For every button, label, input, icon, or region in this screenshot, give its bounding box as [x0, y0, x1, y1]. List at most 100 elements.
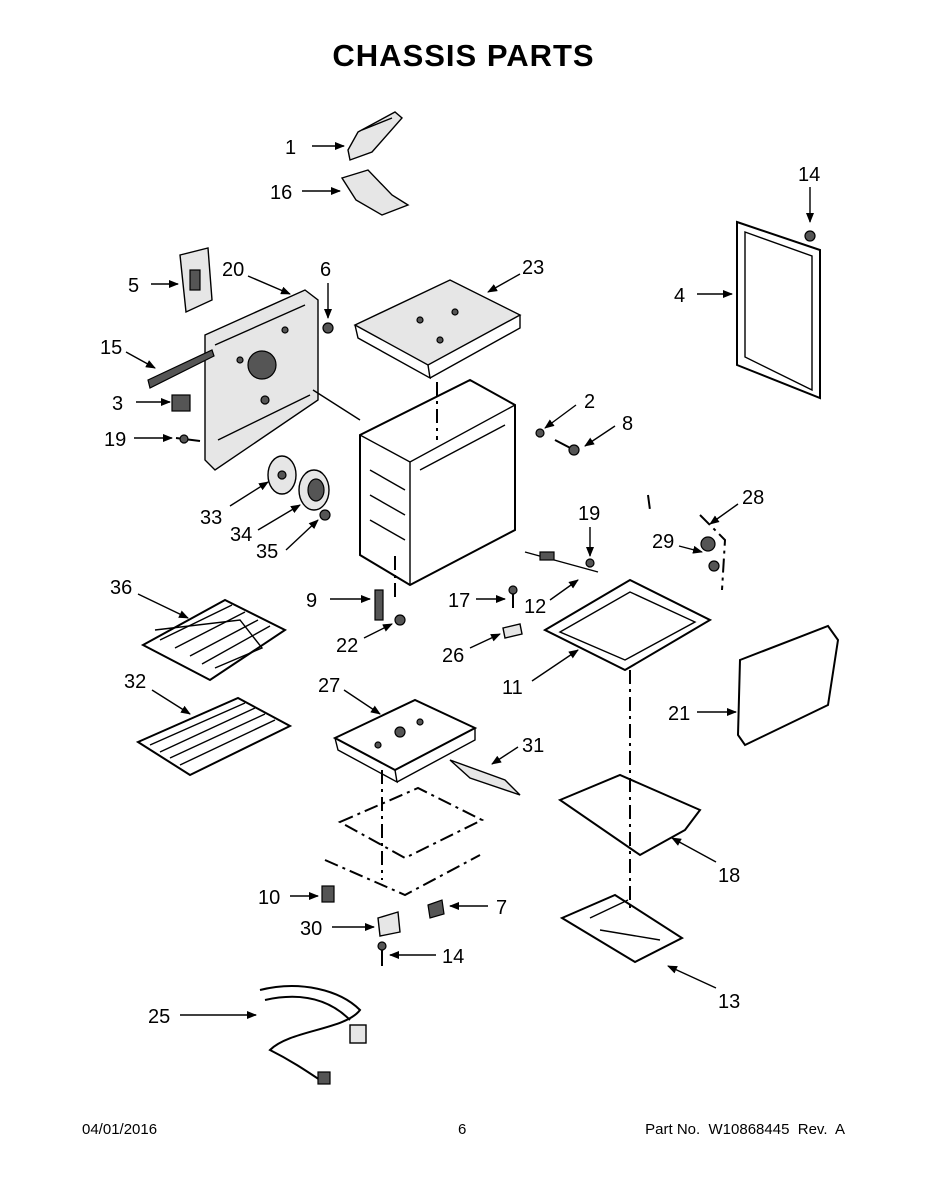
leader-8 — [584, 425, 616, 447]
callout-33: 33 — [200, 507, 222, 529]
part-7-clip — [427, 899, 445, 919]
callout-10: 10 — [258, 887, 280, 909]
part-28-sensor-group — [647, 494, 727, 591]
part-20-rear-panel — [204, 289, 319, 471]
leader-33 — [229, 481, 269, 507]
part-17-screw — [508, 585, 518, 608]
callout-28: 28 — [742, 487, 764, 509]
callout-7: 7 — [496, 897, 507, 919]
callout-25: 25 — [148, 1006, 170, 1028]
part-5-bracket — [179, 247, 213, 314]
leader-31 — [491, 746, 519, 765]
part-35-nut — [319, 509, 331, 521]
leader-20 — [247, 275, 291, 295]
callout-29: 29 — [652, 531, 674, 553]
leader-2 — [544, 404, 577, 429]
part-14-screw-bottom — [377, 941, 387, 966]
leader-35 — [285, 519, 319, 551]
callout-27: 27 — [318, 675, 340, 697]
part-19-screw-left — [175, 434, 201, 444]
callout-8: 8 — [622, 413, 633, 435]
callout-32: 32 — [124, 671, 146, 693]
leader-23 — [487, 273, 521, 293]
callout-21: 21 — [668, 703, 690, 725]
leader-36 — [137, 593, 189, 619]
callout-9: 9 — [306, 590, 317, 612]
leader-29 — [678, 545, 703, 554]
callout-23: 23 — [522, 257, 544, 279]
leader-32 — [151, 689, 191, 715]
leader-27 — [343, 689, 381, 715]
part-15-rail — [147, 349, 215, 389]
callout-4: 4 — [674, 285, 685, 307]
callout-19b: 19 — [578, 503, 600, 525]
callout-26: 26 — [442, 645, 464, 667]
assembly-lines — [312, 382, 631, 910]
part-22-screw — [394, 614, 406, 626]
callout-14b: 14 — [442, 946, 464, 968]
burner-assembly-dashed — [324, 770, 485, 897]
leader-34 — [257, 504, 301, 531]
leader-22 — [363, 623, 393, 639]
callout-3: 3 — [112, 393, 123, 415]
part-30-valve — [377, 911, 401, 937]
callout-19a: 19 — [104, 429, 126, 451]
footer-page-number: 6 — [458, 1121, 467, 1138]
part-33-fan-blade — [267, 455, 297, 495]
part-11-oven-bottom — [542, 578, 713, 672]
page-title: CHASSIS PARTS — [332, 38, 595, 73]
part-21-gasket — [736, 624, 840, 747]
callout-15: 15 — [100, 337, 122, 359]
callout-13: 13 — [718, 991, 740, 1013]
part-16-vent-duct — [340, 169, 410, 216]
part-13-drawer-tray — [559, 893, 685, 964]
callout-18: 18 — [718, 865, 740, 887]
part-27-burner-box — [332, 698, 478, 784]
part-1-vent-cap — [347, 111, 403, 161]
callout-2: 2 — [584, 391, 595, 413]
callout-17: 17 — [448, 590, 470, 612]
footer-part-number: Part No. W10868445 Rev. A — [645, 1121, 845, 1138]
part-8-screw — [554, 439, 580, 456]
part-26-clip — [502, 623, 523, 639]
leader-13 — [667, 965, 717, 989]
leader-26 — [469, 633, 501, 649]
part-10-spring — [321, 885, 335, 903]
leader-28 — [709, 503, 739, 525]
callout-11: 11 — [502, 677, 523, 699]
part-9-bracket — [374, 589, 384, 621]
part-3-clip — [171, 394, 191, 412]
part-36-rack — [140, 598, 287, 682]
callout-6: 6 — [320, 259, 331, 281]
part-6-fastener — [322, 322, 334, 334]
part-14-screw-top — [804, 230, 816, 242]
part-32-oven-rack — [135, 696, 293, 777]
callout-34: 34 — [230, 524, 252, 546]
callout-5: 5 — [128, 275, 139, 297]
part-18-insulation-panel — [557, 773, 702, 857]
part-12-heating-element — [524, 551, 599, 573]
part-31-igniter — [449, 759, 521, 796]
callout-1: 1 — [285, 137, 296, 159]
callout-30: 30 — [300, 918, 322, 940]
part-25-power-cord — [259, 985, 367, 1085]
callout-20: 20 — [222, 259, 244, 281]
callout-31: 31 — [522, 735, 544, 757]
callout-36: 36 — [110, 577, 132, 599]
part-23-top-plate — [353, 279, 522, 380]
leader-12 — [549, 579, 579, 601]
leader-18 — [671, 837, 717, 863]
part-2-spacer — [535, 428, 545, 438]
callout-16: 16 — [270, 182, 292, 204]
footer-date: 04/01/2016 — [82, 1121, 158, 1138]
callout-12: 12 — [524, 596, 546, 618]
leader-15 — [125, 351, 156, 369]
oven-cavity — [359, 378, 516, 587]
callout-35: 35 — [256, 541, 278, 563]
callout-14a: 14 — [798, 164, 820, 186]
callout-22: 22 — [336, 635, 358, 657]
part-4-door-frame — [736, 220, 821, 400]
leader-11 — [531, 649, 579, 682]
part-34-fan-shroud — [298, 469, 330, 511]
